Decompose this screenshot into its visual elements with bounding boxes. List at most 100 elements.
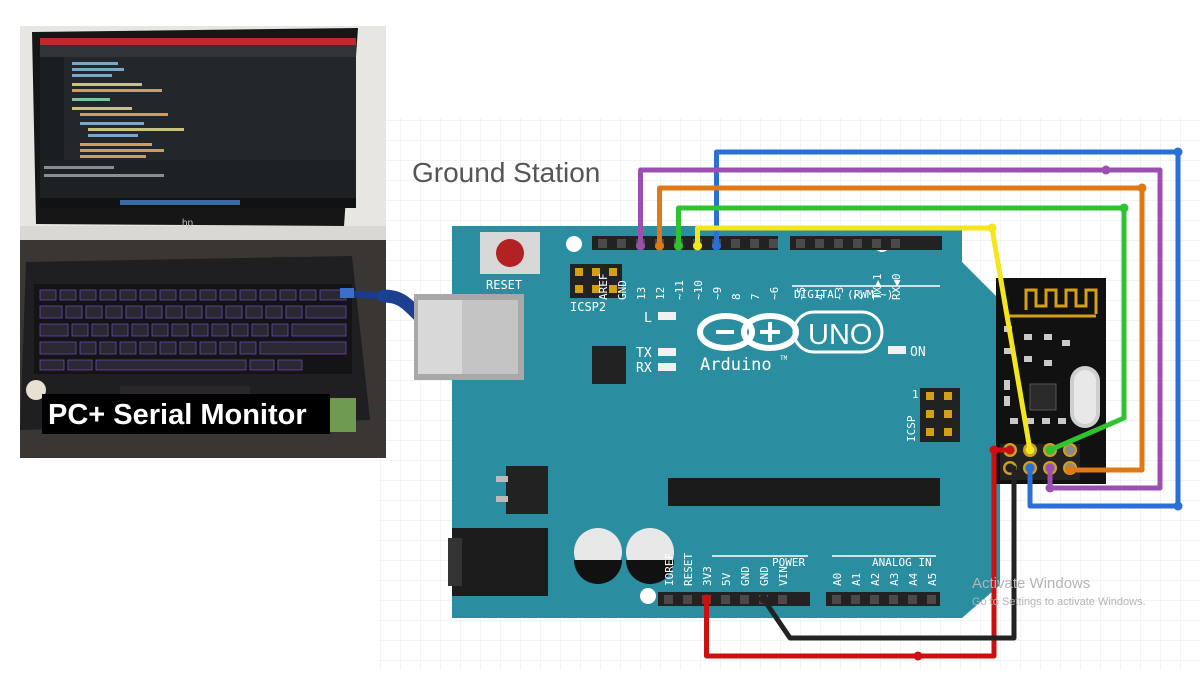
led-rx-label: RX [636,361,652,376]
top-pin-label: ~5 [795,287,808,300]
laptop-sticker [26,380,46,400]
wire-junction [1137,183,1147,193]
arduino-uno-board: RESET ICSP2 L TX RX ON [414,226,1000,618]
wire-yellow [695,225,1033,453]
wire-junction [1101,165,1111,175]
led-l [658,312,676,320]
led-tx-label: TX [636,346,652,361]
wire-junction [1005,445,1015,455]
header-pin-top [617,239,626,248]
header-pin-bottom [778,595,787,604]
header-pin-top [815,239,824,248]
bottom-pin-label: A0 [831,573,844,586]
photo-caption: PC+ Serial Monitor [48,399,307,431]
code-lines [72,62,184,158]
trademark-label: TM [780,355,788,362]
header-pin-bottom [832,595,841,604]
bottom-header-analog [826,592,940,606]
wire-junction [1045,483,1055,493]
analog-label: ANALOG IN [872,556,932,569]
icsp2-label: ICSP2 [570,300,606,314]
led-on-label: ON [910,345,926,360]
header-pin-top [731,239,740,248]
laptop-sticker-2 [330,398,356,432]
header-pin-bottom [683,595,692,604]
board-body [452,226,1000,618]
wire-junction [1025,463,1035,473]
top-pin-label: 7 [749,293,762,300]
led-on [888,346,906,354]
top-pin-label: 2 [852,293,865,300]
header-pin-bottom [908,595,917,604]
bottom-pin-label: A4 [907,572,920,586]
wire-junction [674,241,683,251]
laptop-photo: hp [20,26,386,458]
header-pin-top [796,239,805,248]
led-tx [658,348,676,356]
watermark-title: Activate Windows [972,575,1090,592]
top-pin-label: ~6 [768,287,781,300]
uno-badge [792,310,884,354]
bottom-pin-label: A3 [888,573,901,586]
header-pin-bottom [740,595,749,604]
header-pin-top [598,239,607,248]
bottom-pin-label: GND [758,566,771,586]
header-pin-top [853,239,862,248]
bottom-pin-label: A1 [850,573,863,586]
capacitor-2 [626,528,674,584]
nrf-chip [1029,383,1057,411]
bottom-pin-label: 3V3 [701,566,714,586]
header-pin-top [769,239,778,248]
bottom-pin-label: GND [739,566,752,586]
wire-junction [1065,465,1075,475]
top-pin-label: ~9 [711,287,724,300]
watermark-subtitle: Go to Settings to activate Windows. [972,596,1146,608]
uno-label: UNO [808,319,872,351]
wire-junction [1045,463,1055,473]
wire-junction [759,594,768,604]
led-l-label: L [644,311,652,326]
header-pin-bottom [889,595,898,604]
reset-label: RESET [486,278,522,292]
top-pin-label: AREF [597,274,610,301]
icsp-header [920,388,960,442]
header-pin-bottom [927,595,936,604]
header-pin-top [834,239,843,248]
top-pin-label: ~11 [673,280,686,300]
wire-junction [1005,463,1015,473]
bottom-pin-label: A5 [926,573,939,586]
bottom-pin-label: VIN [777,566,790,586]
bottom-pin-label: RESET [682,553,695,586]
voltage-regulator [506,466,548,514]
arduino-logo [697,313,799,351]
wire-junction [989,445,999,455]
top-pin-label: 13 [635,287,648,300]
laptop-keyboard [34,284,352,374]
top-pin-label: RX◀0 [890,274,903,301]
icsp2-header [570,264,622,298]
wire-junction [702,594,711,604]
dc-jack [452,528,548,596]
icsp-label: ICSP [905,415,918,442]
power-label: POWER [772,556,805,569]
bottom-header-power [658,592,810,606]
top-header-right [790,236,942,250]
wire-junction [1119,203,1129,213]
wire-junction [636,241,645,251]
wire-junction [1173,501,1183,511]
wire-junction [987,223,997,233]
led-rx [658,363,676,371]
header-pin-bottom [721,595,730,604]
wire-junction [712,241,721,251]
header-pin-top [872,239,881,248]
top-pin-label: 8 [730,293,743,300]
wire-red [704,447,1013,659]
wire-junction [693,241,702,251]
arduino-wordmark: Arduino [700,355,772,375]
wire-junction [1173,147,1183,157]
bottom-pin-label: IOREF [663,553,676,586]
photo-caption-bg [42,394,330,434]
top-pin-label: 4 [814,293,827,300]
digital-label: DIGITAL (PWM=~) [794,288,893,301]
